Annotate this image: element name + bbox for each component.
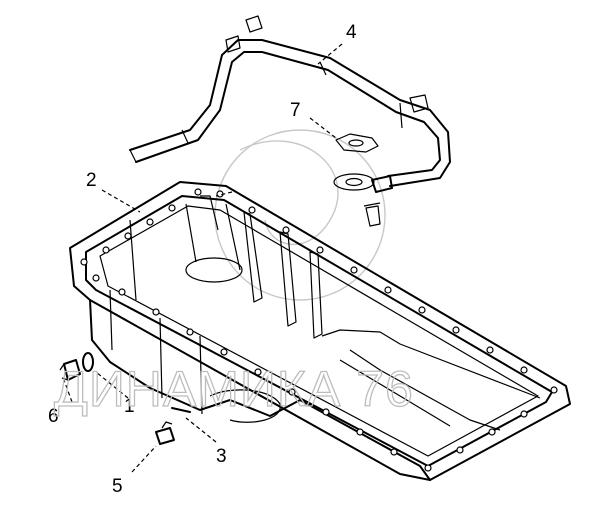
- watermark-text: ДИНАМИКА 76: [54, 361, 414, 417]
- seal-washer: [82, 352, 94, 372]
- gasket: [335, 133, 379, 153]
- leader-lines: [63, 43, 343, 473]
- callout-7: 7: [290, 100, 301, 121]
- callout-4: 4: [346, 22, 357, 43]
- callout-1: 1: [124, 396, 135, 417]
- callout-5: 5: [112, 476, 123, 497]
- callout-2: 2: [86, 170, 97, 191]
- dowel-pin: [171, 407, 191, 413]
- oil-pan: [69, 181, 571, 481]
- retaining-clip: [155, 421, 175, 445]
- pickup-bolt: [363, 202, 381, 227]
- oil-pickup-tube: [129, 15, 451, 193]
- drain-plug: [59, 359, 81, 381]
- callout-3: 3: [216, 446, 227, 467]
- callout-6: 6: [48, 406, 59, 427]
